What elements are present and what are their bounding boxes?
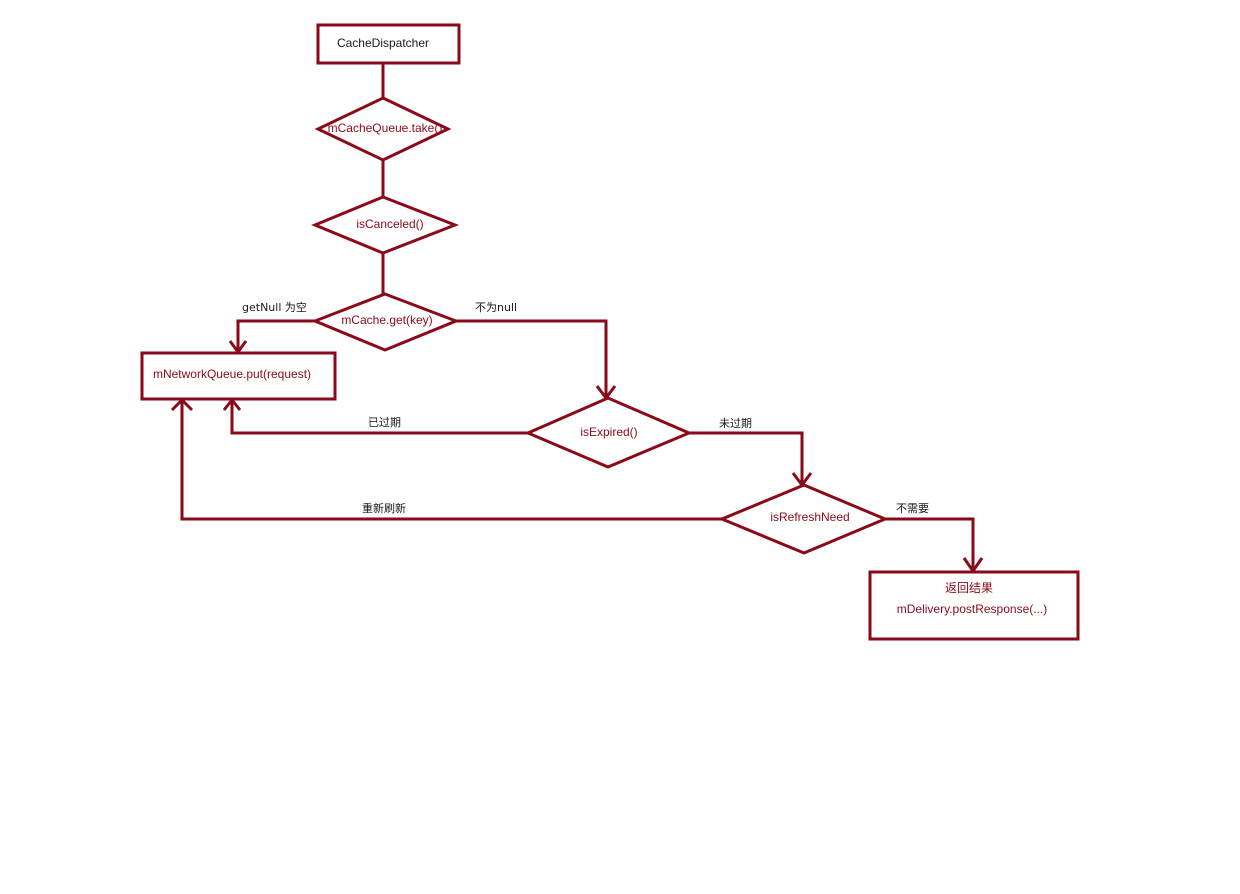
- node-cache-get: mCache.get(key): [310, 292, 461, 352]
- edge-refresh-to-network: [180, 400, 722, 521]
- edge-labels: getNull 为空 不为null 已过期 未过期 重新刷新 不需要: [242, 300, 929, 515]
- edge-refresh-to-return: [885, 517, 975, 571]
- edge-label-get-null: getNull 为空: [242, 300, 307, 314]
- post-response-label: mDelivery.postResponse(...): [897, 602, 1048, 616]
- edge-label-not-expired: 未过期: [719, 417, 752, 430]
- cache-dispatcher-label: CacheDispatcher: [337, 36, 429, 50]
- is-refresh-need-label: isRefreshNeed: [770, 510, 849, 524]
- cache-get-label: mCache.get(key): [341, 313, 432, 327]
- node-network-put: mNetworkQueue.put(request): [140, 351, 337, 401]
- node-take: mCacheQueue.take(): [314, 96, 452, 162]
- node-is-refresh-need: isRefreshNeed: [718, 483, 889, 555]
- is-canceled-label: isCanceled(): [356, 217, 423, 231]
- edge-expired-to-network: [230, 400, 528, 435]
- edge-cacheget-to-expired: [456, 319, 608, 398]
- is-expired-label: isExpired(): [580, 425, 637, 439]
- network-put-label: mNetworkQueue.put(request): [153, 367, 311, 381]
- edge-label-not-needed: 不需要: [896, 502, 929, 515]
- edge-cacheget-to-network: [236, 319, 315, 351]
- edges: [170, 63, 984, 574]
- edge-label-expired: 已过期: [368, 416, 401, 429]
- edge-label-not-null: 不为null: [475, 301, 517, 314]
- node-cache-dispatcher: CacheDispatcher: [316, 23, 461, 65]
- node-is-canceled: isCanceled(): [311, 195, 460, 255]
- node-return-result: 返回结果 mDelivery.postResponse(...): [868, 570, 1080, 641]
- node-is-expired: isExpired(): [524, 396, 693, 469]
- edge-expired-to-refresh: [689, 431, 804, 485]
- return-result-label: 返回结果: [945, 581, 993, 595]
- take-label: mCacheQueue.take(): [328, 121, 443, 135]
- edge-label-refresh: 重新刷新: [362, 501, 406, 515]
